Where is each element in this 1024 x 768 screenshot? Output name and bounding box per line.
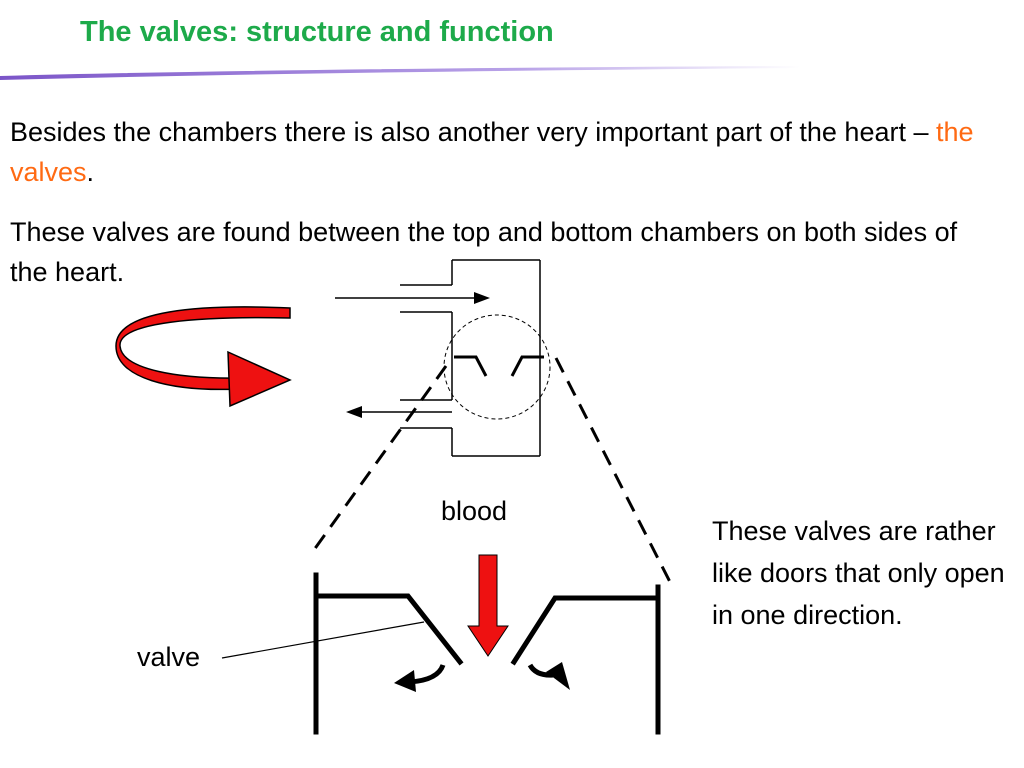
valves-highlight: the valves <box>10 117 974 187</box>
valve-open-arrow-right-icon <box>527 662 570 690</box>
slide-title: The valves: structure and function <box>80 16 554 48</box>
valve-open-arrow-left-icon <box>394 663 446 692</box>
heart-outline <box>400 259 541 457</box>
valve-label: valve <box>137 642 201 672</box>
blood-label: blood <box>441 496 508 526</box>
zoom-lines <box>309 357 672 583</box>
blood-flow-arrow-icon <box>467 554 509 657</box>
location-paragraph: These valves are found between the top a… <box>10 217 958 287</box>
outflow-arrow-icon <box>346 406 452 418</box>
enlarged-valve <box>313 572 661 735</box>
zoom-circle <box>443 314 551 420</box>
header-divider <box>0 66 800 80</box>
intro-paragraph: Besides the chambers there is also anoth… <box>10 112 990 192</box>
intro-suffix: . <box>86 157 95 187</box>
small-valve-marks <box>454 355 544 377</box>
doors-caption: These valves are rather like doors that … <box>712 516 1005 630</box>
inflow-arrow-icon <box>335 292 490 304</box>
intro-text: Besides the chambers there is also anoth… <box>10 117 936 147</box>
circulation-arrow-icon <box>115 306 292 408</box>
valve-leader-line <box>221 621 425 659</box>
